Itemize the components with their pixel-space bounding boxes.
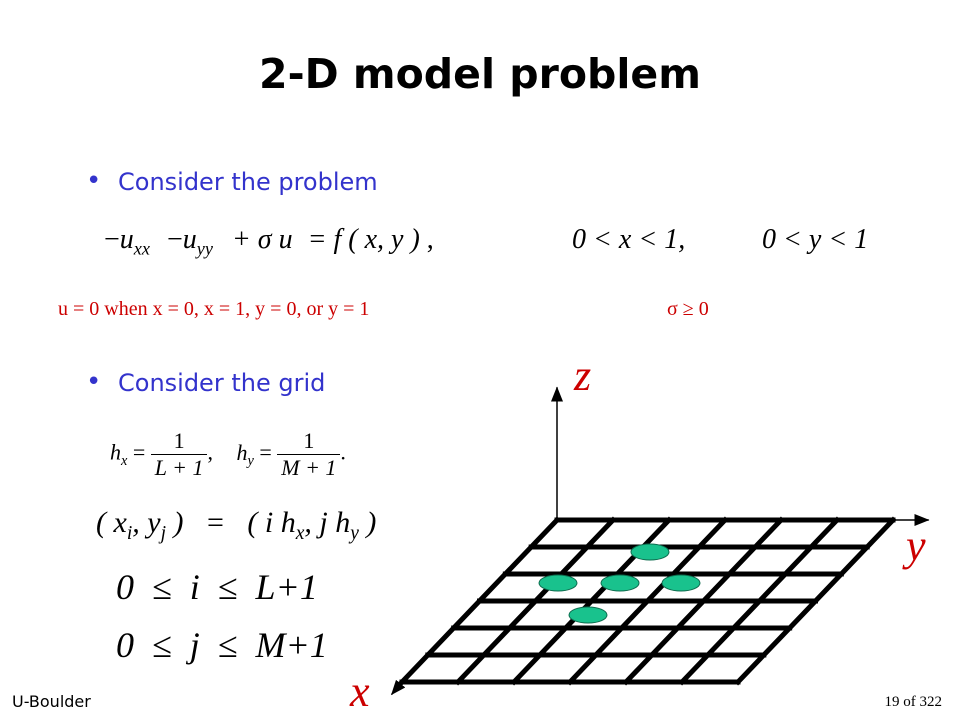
- grid-lines: [398, 516, 897, 686]
- grid-node: [538, 574, 578, 592]
- y-range: 0 < y < 1: [762, 224, 869, 255]
- z-axis-label: z: [574, 351, 592, 400]
- slide-number: 19 of 322: [884, 694, 943, 710]
- slide-title: 2-D model problem: [259, 50, 701, 98]
- j-range: 0 ≤ j ≤ M+1: [116, 625, 328, 665]
- y-axis-label: y: [906, 521, 926, 570]
- x-range: 0 < x < 1,: [572, 224, 686, 255]
- grid-line-diagonal: [678, 516, 841, 686]
- grid-point-definition: ( xi, yj ) = ( i hx, j hy ): [96, 506, 377, 544]
- grid-node: [630, 543, 670, 561]
- i-range: 0 ≤ i ≤ L+1: [116, 567, 318, 607]
- minus-sign: −: [104, 224, 120, 255]
- bullet-consider-grid: Consider the grid: [118, 369, 326, 397]
- x-axis-label: x: [350, 667, 370, 716]
- x-axis: [390, 679, 406, 696]
- grid-node: [661, 574, 701, 592]
- grid-line-diagonal: [734, 516, 897, 686]
- grid-node: [600, 574, 640, 592]
- pde-equation: −uxx −uyy + σ u = f ( x, y ) ,: [104, 224, 434, 259]
- bullet-consider-problem: Consider the problem: [118, 168, 378, 196]
- axes: [390, 386, 930, 696]
- bullet-marker: •: [86, 367, 102, 397]
- sigma-condition: σ ≥ 0: [667, 298, 709, 320]
- footer-affiliation: U-Boulder: [12, 692, 91, 711]
- bullet-marker: •: [86, 166, 102, 196]
- boundary-condition: u = 0 when x = 0, x = 1, y = 0, or y = 1: [58, 298, 370, 320]
- grid-nodes: [538, 543, 701, 624]
- grid-node: [568, 606, 608, 624]
